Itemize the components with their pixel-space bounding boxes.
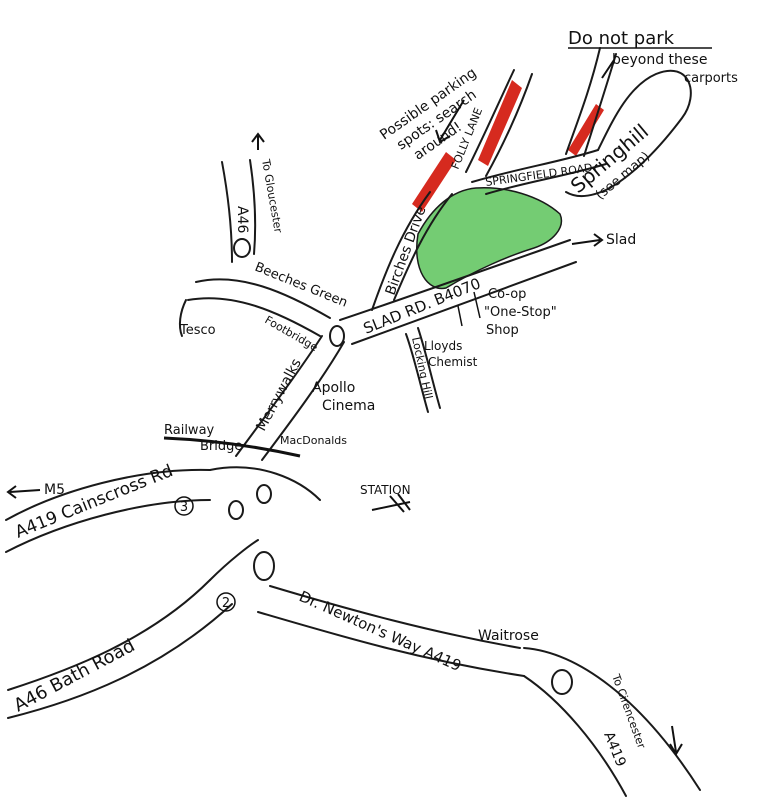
- arrow-carports-icon: [601, 59, 615, 79]
- arrow-north-icon: [251, 132, 265, 150]
- label-lloyds: Lloyds: [424, 339, 462, 353]
- label-m5: M5: [44, 482, 65, 498]
- junction-2-marker: [216, 592, 236, 612]
- label-cinema: Cinema: [322, 398, 375, 414]
- label-tesco: Tesco: [179, 323, 216, 338]
- label-a419-cainscross: A419 Cainscross Rd: [12, 461, 175, 543]
- arrow-west-icon: [6, 485, 41, 499]
- shop-marker: [457, 291, 481, 327]
- label-merrywalks: Merrywalks: [253, 356, 304, 434]
- green-area: [416, 187, 563, 290]
- label-one-stop: "One-Stop": [484, 305, 557, 320]
- label-slad: Slad: [606, 232, 636, 248]
- label-to-gloucester: To Gloucester: [259, 157, 285, 234]
- label-coop: Co-op: [488, 287, 526, 302]
- arrow-east-icon: [571, 233, 604, 247]
- roundabout-island: [551, 669, 573, 695]
- parking-strip-springfield: [568, 104, 604, 156]
- label-chemist: Chemist: [428, 355, 478, 369]
- label-footbridge: Footbridge: [263, 313, 321, 354]
- label-a419-east: A419: [600, 730, 628, 770]
- label-macdonalds: MacDonalds: [280, 434, 347, 447]
- label-shop: Shop: [486, 323, 519, 338]
- label-station: STATION: [360, 483, 411, 497]
- arrow-down-left-icon: [435, 99, 465, 144]
- road-network: [5, 47, 701, 797]
- parking-strip-folly: [478, 80, 522, 166]
- roundabout-island: [228, 500, 244, 520]
- label-bridge: Bridge: [200, 439, 242, 454]
- label-a46-bath-road: A46 Bath Road: [10, 635, 138, 716]
- roundabout-island: [253, 551, 275, 581]
- roundabout-island: [233, 238, 251, 258]
- railway-symbol-icon: [371, 493, 411, 513]
- no-park-note-2: beyond these: [612, 52, 707, 68]
- junction-3-label: 3: [180, 500, 188, 515]
- label-railway: Railway: [164, 423, 215, 438]
- junction-3-marker: [174, 496, 194, 516]
- roundabout-island: [256, 484, 272, 504]
- label-apollo: Apollo: [312, 380, 355, 396]
- parking-strip-birches: [412, 152, 456, 212]
- roundabout-island: [329, 325, 345, 347]
- junction-2-label: 2: [222, 596, 230, 611]
- no-park-note: Do not park: [568, 28, 675, 49]
- no-park-note-3: carports: [684, 71, 738, 86]
- arrow-south-icon: [669, 725, 683, 756]
- label-a46-north: A46: [234, 206, 250, 233]
- label-waitrose: Waitrose: [478, 628, 539, 644]
